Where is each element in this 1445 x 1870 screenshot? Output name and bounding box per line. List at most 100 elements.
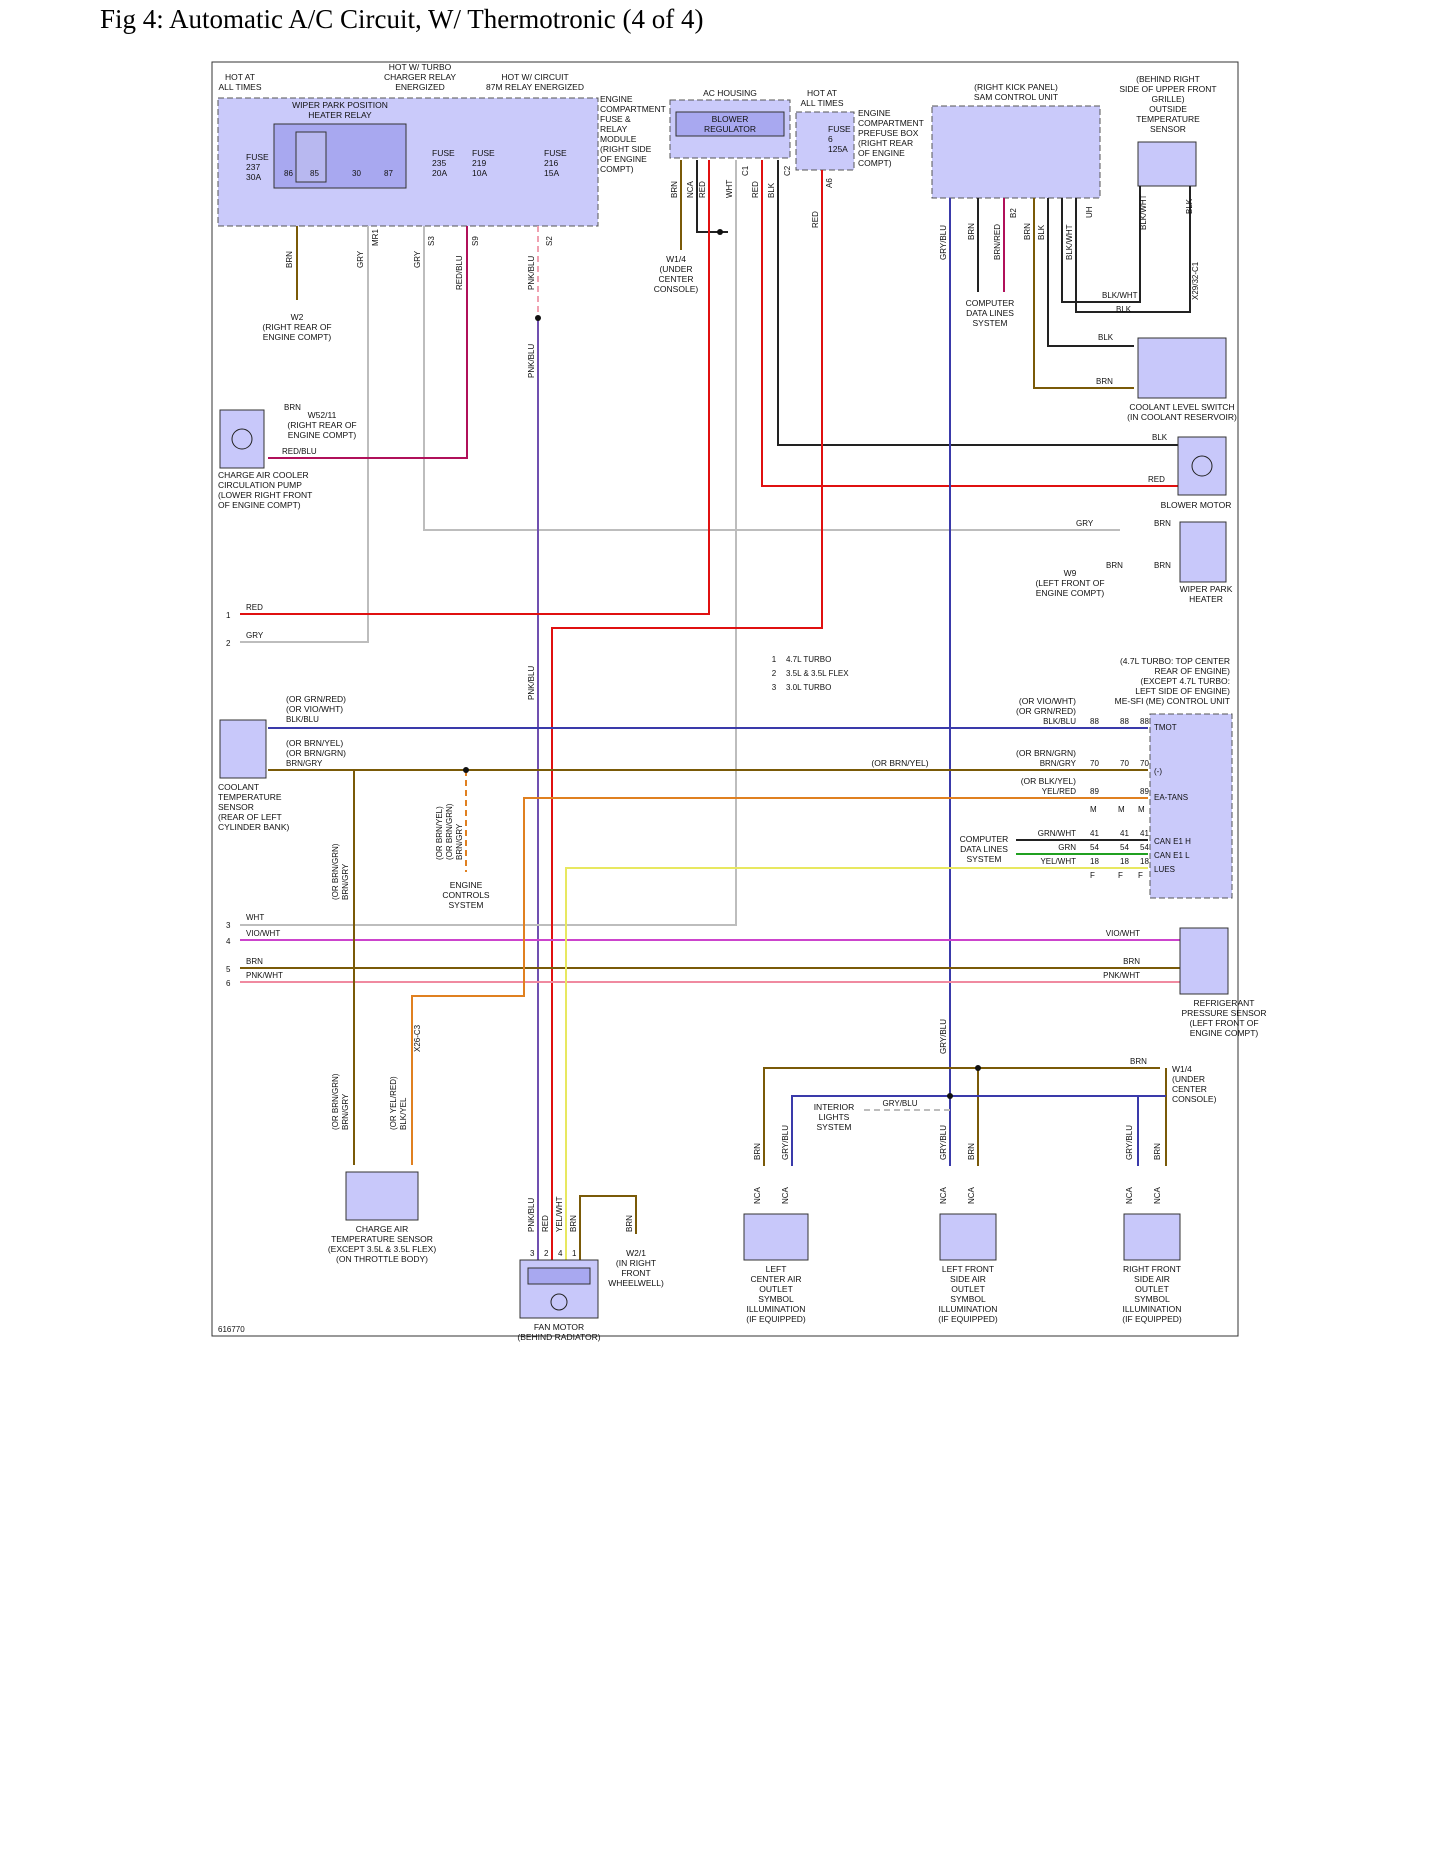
label-right-me_pins-3: CAN E1 H bbox=[1154, 837, 1191, 846]
wire-gry-relay bbox=[240, 226, 369, 643]
label-wire_labels-red: RED bbox=[811, 211, 820, 228]
junction-dot bbox=[947, 1093, 953, 1099]
label-right-pin_numbers-2: 89 bbox=[1140, 787, 1149, 796]
label-wire_labels-viowht: VIO/WHT bbox=[246, 929, 280, 938]
label-wire_labels-gry: GRY bbox=[356, 250, 365, 268]
me-sfi-box bbox=[1149, 713, 1233, 899]
label-left-or_brn_yel: (OR BRN/YEL) bbox=[286, 738, 343, 748]
label-left-or_vio_wht: (OR VIO/WHT) bbox=[286, 704, 343, 714]
label-circuit_marks-4: C1 bbox=[741, 165, 750, 176]
label-right-pin_numbers-1: 70 bbox=[1090, 759, 1099, 768]
label-right-pin_numbers-4: 54 bbox=[1140, 843, 1149, 852]
label-wire_labels-brn: BRN bbox=[967, 1143, 976, 1160]
label-wire_labels-blkwht: BLK/WHT bbox=[1102, 291, 1138, 300]
label-right-or_brn_grn: (OR BRN/GRN) bbox=[1016, 748, 1076, 758]
label-right-pin_numbers-0: 88 bbox=[1090, 717, 1099, 726]
blower-motor-icon bbox=[1191, 455, 1213, 477]
wire-red-blower bbox=[761, 160, 1178, 487]
label-wire_labels-nca: NCA bbox=[939, 1186, 948, 1204]
label-wire_labels-grybl: GRY/BLU bbox=[1125, 1125, 1134, 1160]
wire-brn-fan bbox=[579, 1195, 637, 1262]
label-circuit_marks-2: S9 bbox=[471, 236, 480, 246]
label-circuit_marks-9: UH bbox=[1085, 206, 1094, 218]
label-left-or_brn_grn: (OR BRN/GRN) bbox=[445, 803, 454, 860]
label-top-sam_unit: (RIGHT KICK PANEL)SAM CONTROL UNIT bbox=[974, 82, 1058, 102]
label-right-pin_numbers-5: 18 bbox=[1140, 857, 1149, 866]
page-title: Fig 4: Automatic A/C Circuit, W/ Thermot… bbox=[100, 4, 704, 34]
label-wire_labels-gry: GRY bbox=[1076, 519, 1094, 528]
label-top-x29: X29/32-C1 bbox=[1191, 261, 1200, 300]
label-wire_labels-blk: BLK bbox=[767, 182, 776, 198]
label-left-or_brn_yel: (OR BRN/YEL) bbox=[435, 806, 444, 860]
label-right-me_pins-1: (-) bbox=[1154, 767, 1162, 776]
label-left-or_brn_grn: (OR BRN/GRN) bbox=[331, 843, 340, 900]
outside-temp-sensor-box bbox=[1137, 141, 1197, 187]
label-wire_labels-brn: BRN bbox=[1154, 561, 1171, 570]
label-bottom-x26: X26-C3 bbox=[413, 1024, 422, 1052]
label-wire_labels-brngry: BRN/GRY bbox=[1040, 759, 1077, 768]
label-wire_labels-brnred: BRN/RED bbox=[993, 224, 1002, 260]
label-wire_labels-brngry: BRN/GRY bbox=[341, 1093, 350, 1130]
label-circuit_marks-5: C2 bbox=[783, 165, 792, 176]
label-left-or_grn_red: (OR GRN/RED) bbox=[286, 694, 346, 704]
label-wire_labels-brn: BRN bbox=[246, 957, 263, 966]
label-wire_labels-brn: BRN bbox=[1130, 1057, 1147, 1066]
junction-dot bbox=[717, 229, 723, 235]
left-front-outlet-box bbox=[939, 1213, 997, 1261]
label-wire_labels-blkwht: BLK/WHT bbox=[1065, 224, 1074, 260]
label-wire_labels-brn: BRN bbox=[753, 1143, 762, 1160]
wire-blkwht-ots bbox=[1061, 186, 1141, 303]
label-left-or_brn_grn: (OR BRN/GRN) bbox=[286, 748, 346, 758]
label-circuit_marks-0: MR1 bbox=[371, 229, 380, 246]
label-right-pin_numbers-3: 41 bbox=[1120, 829, 1129, 838]
label-right-blower_motor: BLOWER MOTOR bbox=[1161, 500, 1232, 510]
wire-blk-coolant-level bbox=[1047, 198, 1134, 347]
label-top-relay_pins-0: 86 bbox=[284, 169, 293, 178]
label-wire_labels-brn: BRN bbox=[1154, 519, 1171, 528]
label-wire_labels-wht: WHT bbox=[725, 180, 734, 198]
label-right-me_pins-0: TMOT bbox=[1154, 723, 1177, 732]
label-right-pin_numbers-3: 41 bbox=[1140, 829, 1149, 838]
label-right-me_pins-5: LUES bbox=[1154, 865, 1175, 874]
prefuse-box bbox=[795, 111, 855, 171]
label-legend-1-num: 2 bbox=[772, 669, 777, 678]
label-wire_labels-brn: BRN bbox=[670, 181, 679, 198]
label-wire_labels-blkblu: BLK/BLU bbox=[286, 715, 319, 724]
label-wire_labels-brn: BRN bbox=[1096, 377, 1113, 386]
label-right-mfm-1: F bbox=[1118, 871, 1123, 880]
label-bottom-yelwht: YEL/WHT bbox=[555, 1196, 564, 1232]
label-wire_labels-pnkblu: PNK/BLU bbox=[527, 1198, 536, 1232]
label-wire_labels-grnwht: GRN/WHT bbox=[1038, 829, 1076, 838]
refrigerant-sensor-box bbox=[1179, 927, 1229, 995]
wire-yelwht-lues bbox=[565, 867, 1148, 1262]
label-left-row_numbers-1: 2 bbox=[226, 639, 231, 648]
label-wire_labels-nca: NCA bbox=[1125, 1186, 1134, 1204]
wire-blk-ots bbox=[1075, 186, 1191, 313]
label-wire_labels-gry: GRY bbox=[413, 250, 422, 268]
diagram-id: 616770 bbox=[218, 1325, 245, 1334]
label-wire_labels-yelwht: YEL/WHT bbox=[1040, 857, 1076, 866]
label-wire_labels-nca: NCA bbox=[967, 1186, 976, 1204]
coolant-level-switch-box bbox=[1137, 337, 1227, 399]
label-top-relay_pins-2: 30 bbox=[352, 169, 361, 178]
label-wire_labels-brn: BRN bbox=[625, 1215, 634, 1232]
label-bottom-fan_motor: FAN MOTOR(BEHIND RADIATOR) bbox=[517, 1322, 600, 1342]
blower-motor-box bbox=[1177, 436, 1227, 496]
label-right-pin_numbers-4: 54 bbox=[1120, 843, 1129, 852]
